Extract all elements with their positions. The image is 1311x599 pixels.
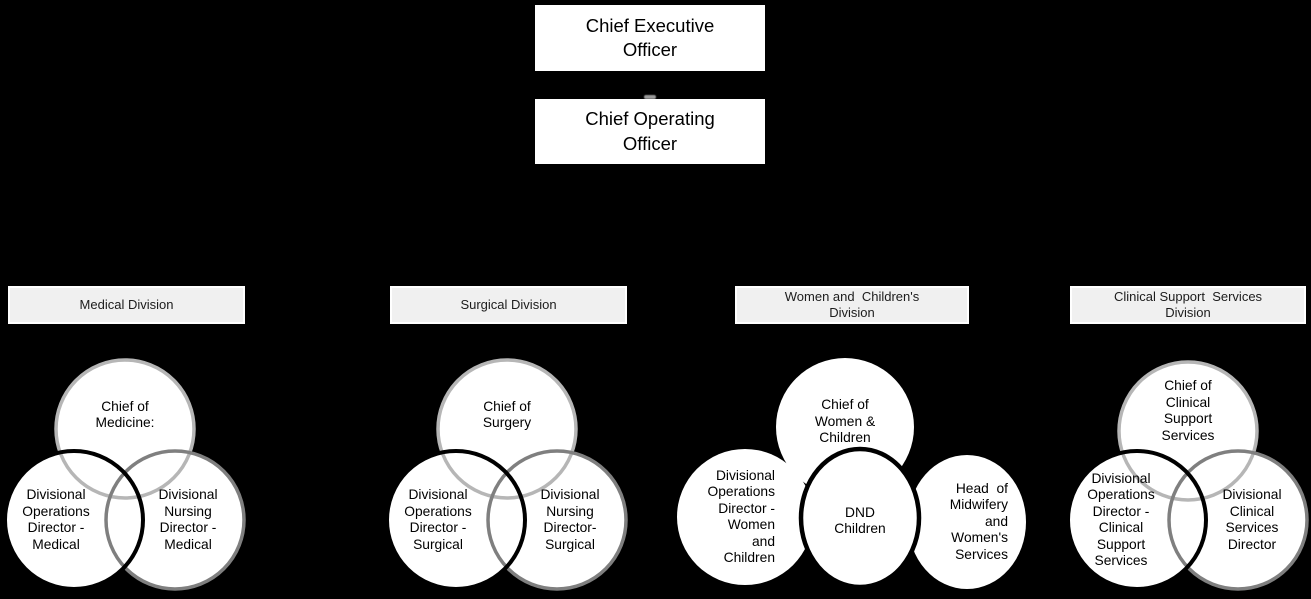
- venn-clinical-support: [1066, 360, 1309, 591]
- ceo-coo-connector: [644, 95, 656, 99]
- coo-box: Chief Operating Officer: [535, 99, 765, 164]
- surgical-operations-circle: [387, 451, 525, 589]
- role-label-css-chief: Chief of Clinical Support Services: [1161, 378, 1215, 443]
- role-label-wc-dnd-children: DND Children: [834, 504, 886, 537]
- css-services-ring: [1167, 449, 1309, 591]
- role-label-wc-midwifery: Head of Midwifery and Women's Services: [949, 480, 1008, 562]
- role-label-css-services-director: Divisional Clinical Services Director: [1222, 487, 1282, 552]
- venn-medical: [3, 358, 246, 591]
- css-chief-ring: [1117, 360, 1259, 502]
- surgical-nursing-circle: [488, 451, 626, 589]
- medical-nursing-ring: [104, 449, 246, 591]
- role-label-surgical-nursing: Divisional Nursing Director- Surgical: [540, 487, 600, 552]
- surgical-operations-ring: [385, 449, 527, 591]
- medical-nursing-circle: [106, 451, 244, 589]
- ceo-box: Chief Executive Officer: [535, 5, 765, 71]
- wc-midwifery-circle: [908, 455, 1026, 589]
- css-services-circle: [1169, 451, 1307, 589]
- css-operations-circle: [1068, 451, 1206, 589]
- medical-chief-ring: [54, 358, 196, 500]
- division-header-women-children: Women and Children's Division: [735, 286, 969, 324]
- wc-dnd-children-circle: [798, 446, 922, 590]
- role-label-medical-operations: Divisional Operations Director - Medical: [22, 487, 90, 552]
- role-label-wc-operations: Divisional Operations Director - Women a…: [707, 467, 776, 566]
- division-header-surgical: Surgical Division: [390, 286, 627, 324]
- division-header-medical: Medical Division: [8, 286, 245, 324]
- medical-operations-circle: [5, 451, 143, 589]
- role-label-wc-chief: Chief of Women & Children: [814, 397, 876, 446]
- division-header-clinical-support: Clinical Support Services Division: [1070, 286, 1306, 324]
- role-label-medical-chief: Chief of Medicine:: [95, 398, 155, 431]
- surgical-nursing-ring: [486, 449, 628, 591]
- role-label-medical-nursing: Divisional Nursing Director - Medical: [158, 487, 218, 552]
- surgical-chief-ring: [436, 358, 578, 500]
- css-operations-ring: [1066, 449, 1208, 591]
- role-label-surgical-operations: Divisional Operations Director - Surgica…: [404, 487, 472, 552]
- venn-surgical: [385, 358, 628, 591]
- role-label-surgical-chief: Chief of Surgery: [482, 398, 532, 431]
- medical-operations-ring: [3, 449, 145, 591]
- venn-women-children: [677, 358, 1026, 590]
- wc-operations-circle: [677, 449, 813, 585]
- role-label-css-operations: Divisional Operations Director - Clinica…: [1087, 470, 1155, 569]
